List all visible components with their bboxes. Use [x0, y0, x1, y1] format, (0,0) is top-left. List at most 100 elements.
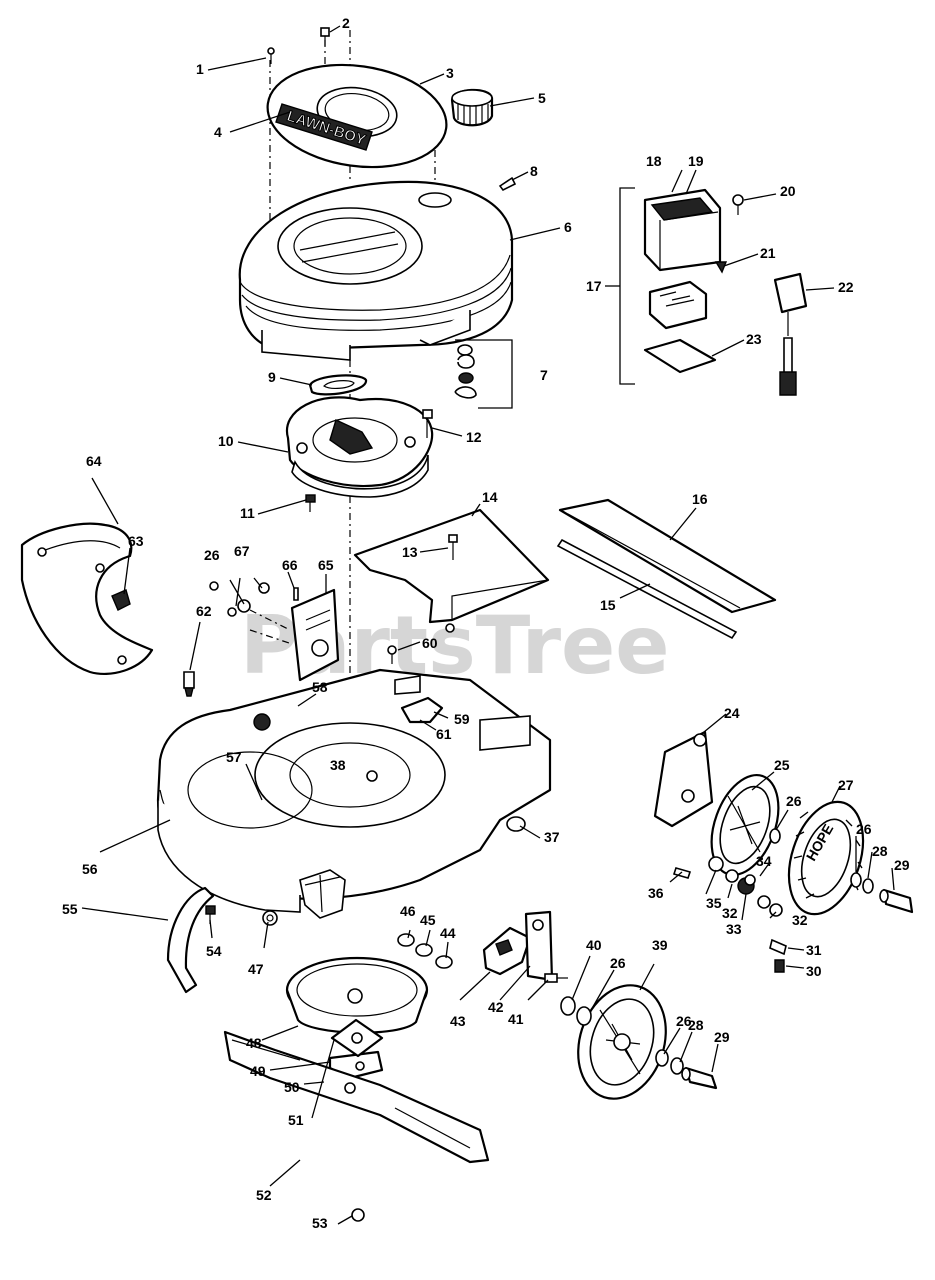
nut-53	[351, 1208, 365, 1222]
top-cover: LAWN-BOY	[266, 63, 448, 169]
wheel-bracket-24	[653, 730, 714, 828]
screw-2	[320, 27, 330, 46]
part-label-52: 52	[256, 1187, 272, 1203]
module-housing	[643, 188, 722, 272]
part-label-42: 42	[488, 999, 504, 1015]
rear-shield	[353, 508, 550, 633]
axle-bolt-29b	[681, 1066, 718, 1090]
bracket-59	[400, 696, 444, 724]
part-label-34: 34	[756, 853, 772, 869]
part-label-23: 23	[746, 331, 762, 347]
bolt-62	[183, 671, 195, 697]
key-49	[328, 1050, 384, 1080]
part-label-47: 47	[248, 961, 264, 977]
clip-21	[714, 261, 728, 274]
height-bracket-65	[290, 588, 340, 682]
part-label-5: 5	[538, 90, 546, 106]
part-label-19: 19	[688, 153, 704, 169]
mower-deck	[156, 668, 552, 919]
part-label-16: 16	[692, 491, 708, 507]
part-label-26e: 26	[676, 1013, 692, 1029]
part-label-61: 61	[436, 726, 452, 742]
part-label-32a: 32	[722, 905, 738, 921]
lever-43	[482, 926, 532, 976]
part-label-14: 14	[482, 489, 498, 505]
part-label-2: 2	[342, 15, 350, 31]
part-label-64: 64	[86, 453, 102, 469]
part-label-66: 66	[282, 557, 298, 573]
part-label-39: 39	[652, 937, 668, 953]
part-label-20: 20	[780, 183, 796, 199]
part-label-40: 40	[586, 937, 602, 953]
wheel-hub-25	[710, 773, 780, 877]
bracket-axis	[249, 609, 293, 645]
clip-31	[769, 938, 787, 956]
part-label-3: 3	[446, 65, 454, 81]
bracket-17	[619, 187, 635, 385]
part-label-33: 33	[726, 921, 742, 937]
screw-36	[672, 867, 692, 879]
bolt-11	[305, 494, 316, 512]
part-label-29b: 29	[714, 1029, 730, 1045]
part-label-48: 48	[246, 1035, 262, 1051]
leader-lines	[81, 25, 895, 1225]
axle-bolt-29a	[879, 888, 914, 914]
hardware-stack	[454, 344, 477, 399]
part-label-28a: 28	[872, 843, 888, 859]
part-labels: 1 2 3 4 5 6 7 8 9 10 11 12 13 14 15 16 1…	[62, 15, 910, 1231]
part-label-44: 44	[440, 925, 456, 941]
gasket	[308, 374, 368, 396]
part-label-41: 41	[508, 1011, 524, 1027]
pin-66	[293, 587, 299, 601]
washer-26a	[209, 581, 219, 591]
engine-base	[285, 396, 434, 498]
part-label-31: 31	[806, 942, 822, 958]
part-label-26c: 26	[204, 547, 220, 563]
part-label-57: 57	[226, 749, 242, 765]
module-core	[648, 280, 708, 330]
part-label-43: 43	[450, 1013, 466, 1029]
tire-27: HOPE	[787, 800, 865, 916]
part-label-29a: 29	[894, 857, 910, 873]
screw-8	[498, 176, 517, 192]
part-label-9: 9	[268, 369, 276, 385]
part-label-7: 7	[540, 367, 548, 383]
blade-clamp-51	[330, 1018, 384, 1058]
washer-26e	[850, 872, 862, 888]
part-label-11: 11	[240, 505, 255, 521]
part-label-21: 21	[760, 245, 776, 261]
part-label-55: 55	[62, 901, 78, 917]
handle-bracket-55	[166, 886, 215, 994]
part-label-50: 50	[284, 1079, 300, 1095]
flap-rod	[556, 538, 738, 640]
part-label-1: 1	[196, 61, 204, 77]
lever-42	[524, 910, 554, 982]
nut-47	[262, 910, 278, 926]
spring-30	[774, 959, 785, 973]
washer-28a	[862, 878, 874, 894]
discharge-chute	[20, 522, 154, 676]
part-label-65: 65	[318, 557, 334, 573]
part-label-67: 67	[234, 543, 250, 559]
screw-60	[387, 645, 397, 664]
part-label-49: 49	[250, 1063, 266, 1079]
nut-67	[227, 582, 270, 617]
part-label-4: 4	[214, 124, 222, 140]
part-label-6: 6	[564, 219, 572, 235]
part-label-13: 13	[402, 544, 418, 560]
part-label-60: 60	[422, 635, 438, 651]
part-label-59: 59	[454, 711, 470, 727]
part-label-26d: 26	[610, 955, 626, 971]
part-label-62: 62	[196, 603, 212, 619]
part-label-51: 51	[288, 1112, 304, 1128]
screw-13	[448, 534, 458, 560]
part-label-26a: 26	[786, 793, 802, 809]
pin-1	[267, 47, 275, 64]
part-label-32b: 32	[792, 912, 808, 928]
bolt-12	[422, 409, 433, 438]
part-label-12: 12	[466, 429, 482, 445]
cutting-blade	[223, 1030, 490, 1164]
part-label-36: 36	[648, 885, 664, 901]
part-label-35: 35	[706, 895, 722, 911]
